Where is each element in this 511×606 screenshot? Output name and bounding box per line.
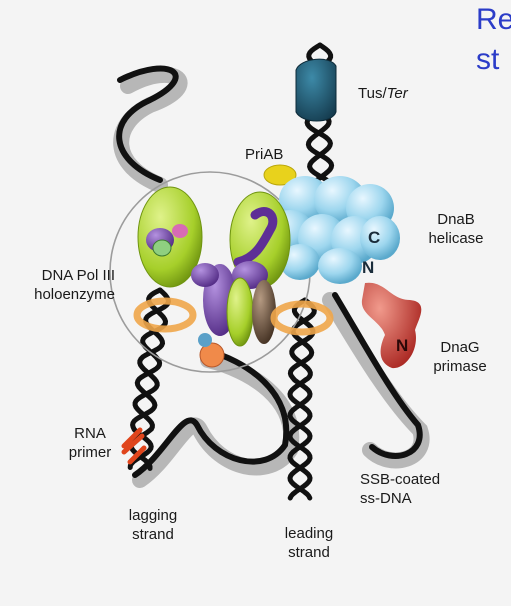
dnag-label: DnaG primase (428, 338, 492, 376)
priab-label: PriAB (245, 146, 284, 163)
tus-label: Tus/ (358, 85, 387, 102)
delta-subunit (226, 277, 254, 347)
ssb-label: SSB-coated ss-DNA (360, 470, 440, 508)
tus-ter-label: Tus/Ter (358, 84, 408, 103)
title-line2: st (476, 43, 500, 76)
rna-primer-mark (121, 427, 147, 465)
lagging-strand-label: lagging strand (118, 506, 188, 544)
dnab-label-line1: DnaB (437, 211, 475, 228)
pol3-label-line2: holoenzyme (34, 286, 115, 303)
rna-primer-label-line2: primer (68, 444, 112, 461)
lagging-strand-label-line2: strand (132, 526, 174, 543)
dnag-primase-shape (361, 282, 422, 369)
title-line1: Re (476, 3, 511, 36)
leading-strand-label-line2: strand (288, 544, 330, 561)
lagging-strand-label-line1: lagging (128, 507, 178, 524)
leading-strand-label-line1: leading (284, 525, 334, 542)
subunit-green (152, 239, 172, 257)
ter-label: Ter (386, 85, 408, 102)
pol3-label-line1: DNA Pol III (41, 267, 115, 284)
sliding-clamp-left (133, 297, 197, 333)
pol3-label: DNA Pol III holoenzyme (0, 266, 115, 304)
rna-primer-label-line1: RNA (74, 425, 106, 442)
subunit-pink (172, 224, 188, 238)
sliding-clamp-right (270, 300, 334, 336)
lagging-ssdna (116, 65, 423, 478)
dnab-c-terminus: C (368, 228, 381, 247)
delta-prime-subunit (252, 280, 276, 344)
small-blue-subunit (198, 333, 212, 347)
dnag-n-terminus: N (396, 336, 409, 355)
ssb-label-line2: ss-DNA (360, 490, 412, 507)
dnab-label-line2: helicase (428, 230, 484, 247)
priab-shape (263, 164, 297, 186)
dnab-label: DnaB helicase (426, 210, 486, 248)
leading-strand-label: leading strand (274, 524, 344, 562)
ssb-label-line1: SSB-coated (360, 471, 441, 488)
rna-primer-label: RNA primer (60, 424, 120, 462)
chi-psi-subunit (199, 342, 225, 368)
tus-protein-shape (295, 58, 337, 122)
dnag-label-line1: DnaG (440, 339, 480, 356)
lagging-dna-strand-1 (127, 287, 169, 470)
dnag-label-line2: primase (433, 358, 487, 375)
dnab-n-terminus: N (362, 258, 375, 277)
